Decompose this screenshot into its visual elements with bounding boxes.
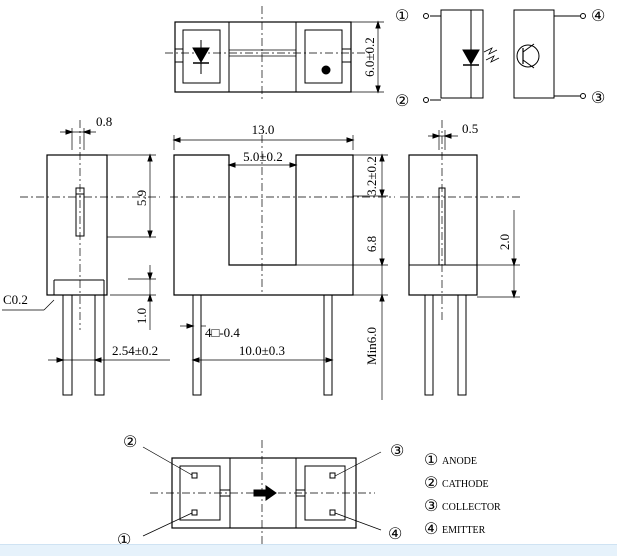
schematic-pin-2: ② — [395, 93, 409, 110]
legend-num-1: ① — [424, 452, 438, 469]
schematic-pin-1: ① — [395, 8, 409, 25]
pin-dot-icon — [321, 65, 331, 75]
bottom-pin-2: ② — [123, 434, 137, 451]
dim-top-height: 6.0±0.2 — [362, 37, 377, 77]
schematic-pin-4: ④ — [591, 8, 605, 25]
dim-pin-section: 4□-0.4 — [205, 325, 240, 340]
top-view: 6.0±0.2 — [165, 6, 384, 100]
direction-arrow-icon — [253, 485, 277, 501]
dim-side-height: 5.9 — [134, 190, 149, 206]
pin-legend: ① ANODE ② CATHODE ③ COLLECTOR ④ EMITTER — [424, 452, 501, 538]
legend-num-2: ② — [424, 475, 438, 492]
dim-min-lead: Min6.0 — [364, 327, 379, 365]
legend-num-3: ③ — [424, 498, 438, 515]
dim-right-height: 2.0 — [497, 234, 512, 250]
dim-slot-top: 3.2±0.2 — [364, 156, 379, 196]
dim-right-pin-width: 0.5 — [462, 121, 478, 136]
dim-pin-pitch: 2.54±0.2 — [112, 343, 158, 358]
led-symbol-icon — [462, 49, 480, 66]
schematic: ① ② ④ ③ — [395, 8, 605, 110]
dim-body-width: 13.0 — [252, 122, 275, 137]
legend-label-4: EMITTER — [442, 525, 486, 536]
left-side-view: 0.8 5.9 1.0 C0.2 2.54±0.2 — [2, 114, 170, 396]
bottom-pin-4: ④ — [388, 526, 402, 543]
front-view: 13.0 5.0±0.2 3.2±0.2 6.8 Min6.0 4□-0.4 1… — [170, 122, 395, 400]
legend-num-4: ④ — [424, 521, 438, 538]
dim-slot-width: 5.0±0.2 — [243, 149, 283, 164]
legend-label-3: COLLECTOR — [442, 502, 501, 513]
dim-lead-length: 1.0 — [134, 308, 149, 324]
bottom-strip — [0, 544, 617, 556]
phototransistor-icon — [516, 44, 540, 68]
right-side-view: 0.5 2.0 — [400, 120, 520, 396]
light-emission-icon — [483, 47, 498, 55]
bottom-pin-3: ③ — [390, 443, 404, 460]
legend-label-1: ANODE — [442, 456, 477, 467]
bottom-view: ② ① ③ ④ — [117, 434, 404, 549]
schematic-pin-3: ③ — [591, 90, 605, 107]
dim-lead-spacing: 10.0±0.3 — [239, 343, 285, 358]
dim-slot-depth: 6.8 — [364, 236, 379, 252]
dim-pin-width: 0.8 — [96, 114, 112, 129]
dim-chamfer: C0.2 — [3, 292, 28, 307]
legend-label-2: CATHODE — [442, 479, 489, 490]
